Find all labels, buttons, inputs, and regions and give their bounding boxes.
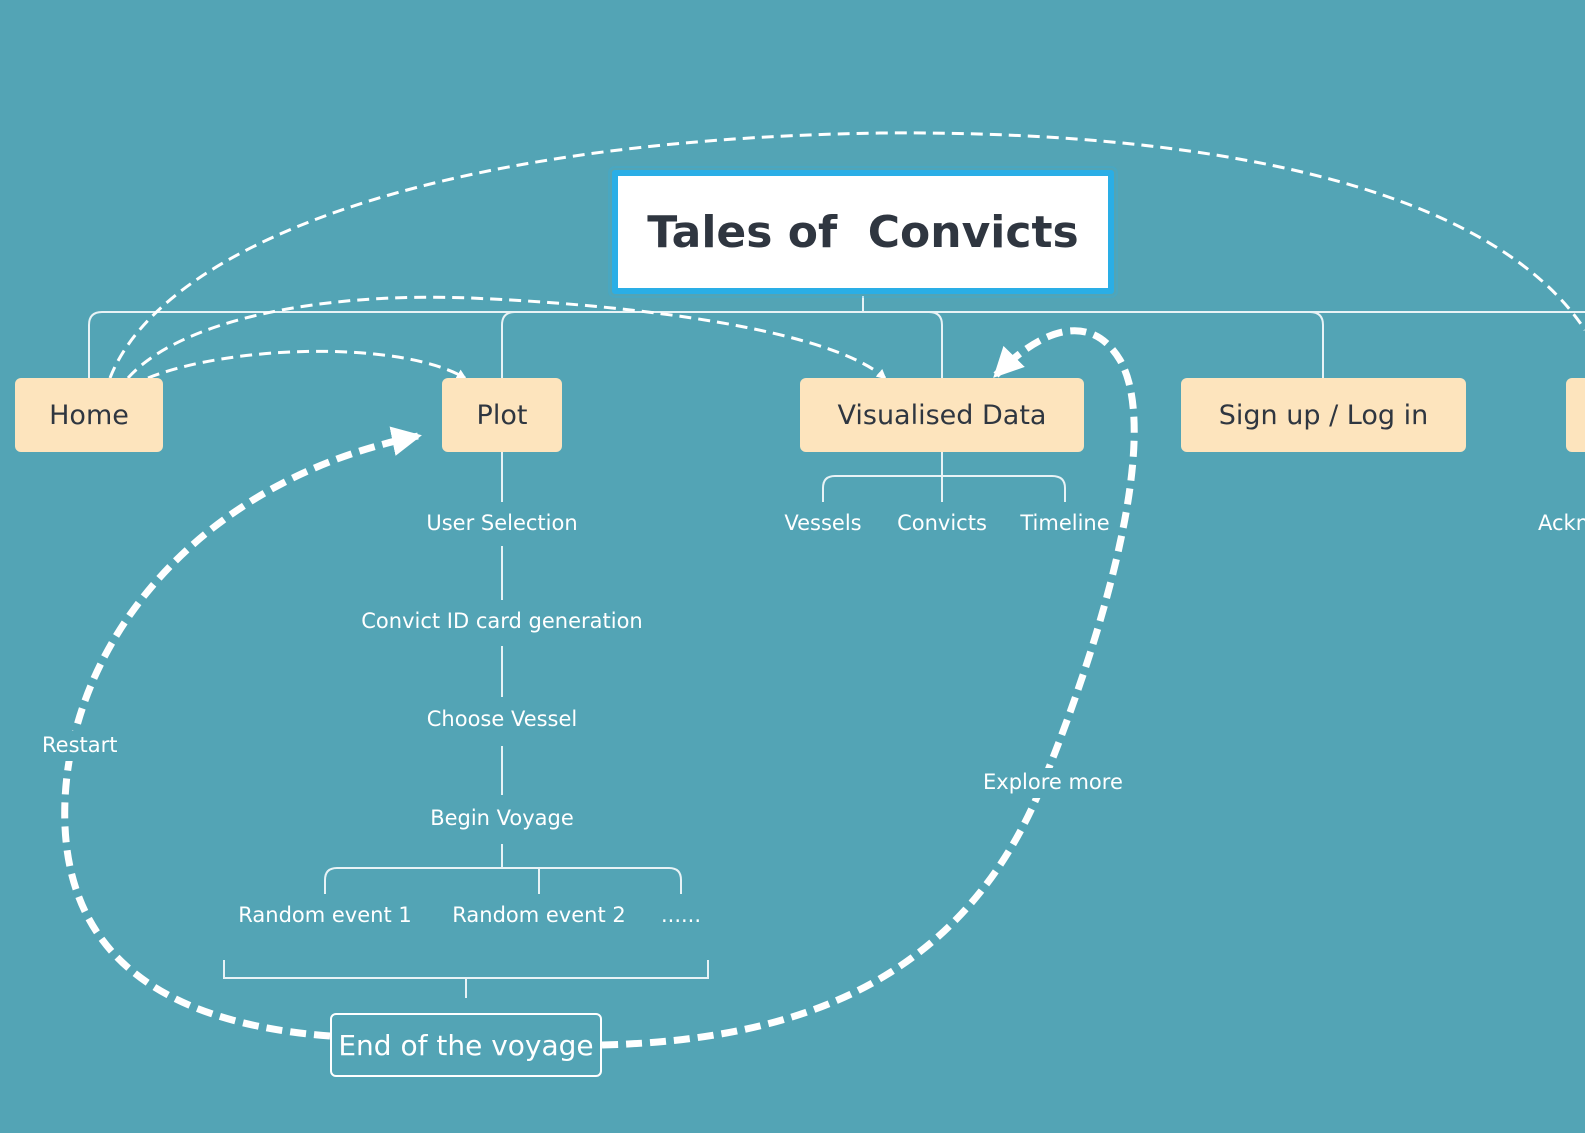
node-plot[interactable]: Plot bbox=[442, 378, 562, 452]
node-plot-label: Plot bbox=[476, 399, 528, 431]
visualised-vessels: Vessels bbox=[784, 511, 862, 535]
top-bus bbox=[88, 311, 1585, 378]
events-bottom-bracket bbox=[223, 960, 709, 998]
random-event-2: Random event 2 bbox=[452, 903, 626, 927]
loop-restart bbox=[61, 426, 422, 1040]
tree-connectors bbox=[88, 294, 1585, 998]
link-home-to-plot bbox=[147, 349, 467, 380]
root-title: Tales of Convicts bbox=[647, 206, 1079, 258]
stem-signup bbox=[1309, 311, 1324, 378]
plot-step-begin-voyage: Begin Voyage bbox=[430, 806, 574, 830]
plot-step-convict-id: Convict ID card generation bbox=[361, 609, 643, 633]
random-event-more: ...... bbox=[660, 903, 702, 927]
explore-label-bg bbox=[980, 768, 1128, 798]
restart-label-bg bbox=[38, 731, 126, 761]
visualised-convicts: Convicts bbox=[897, 511, 987, 535]
link-home-to-external bbox=[108, 131, 1585, 379]
plot-step-user-selection: User Selection bbox=[426, 511, 578, 535]
end-of-voyage-box[interactable]: End of the voyage bbox=[330, 1013, 602, 1077]
loop-explore-more bbox=[601, 327, 1138, 1049]
visualised-timeline: Timeline bbox=[1020, 511, 1110, 535]
root-title-box[interactable]: Tales of Convicts bbox=[612, 170, 1114, 294]
stem-visualised bbox=[928, 311, 943, 378]
random-event-1: Random event 1 bbox=[238, 903, 412, 927]
node-visualised-data-label: Visualised Data bbox=[837, 399, 1047, 431]
node-home-label: Home bbox=[49, 399, 129, 431]
plot-step-choose-vessel: Choose Vessel bbox=[426, 707, 578, 731]
explore-more-label: Explore more bbox=[983, 770, 1123, 794]
nav-links bbox=[108, 131, 1585, 380]
stem-plot bbox=[501, 311, 516, 378]
node-signup-login[interactable]: Sign up / Log in bbox=[1181, 378, 1466, 452]
link-home-to-visualised bbox=[126, 295, 887, 380]
acknowledgements-partial: Ackn bbox=[1538, 511, 1585, 535]
node-home[interactable]: Home bbox=[15, 378, 163, 452]
end-of-voyage-label: End of the voyage bbox=[338, 1028, 594, 1062]
node-visualised-data[interactable]: Visualised Data bbox=[800, 378, 1084, 452]
visualised-children-bracket bbox=[822, 475, 1066, 502]
node-offscreen-partial[interactable] bbox=[1566, 378, 1585, 452]
node-signup-login-label: Sign up / Log in bbox=[1218, 399, 1429, 431]
restart-label: Restart bbox=[42, 733, 118, 757]
events-bracket bbox=[324, 867, 682, 894]
loop-links bbox=[61, 327, 1138, 1049]
